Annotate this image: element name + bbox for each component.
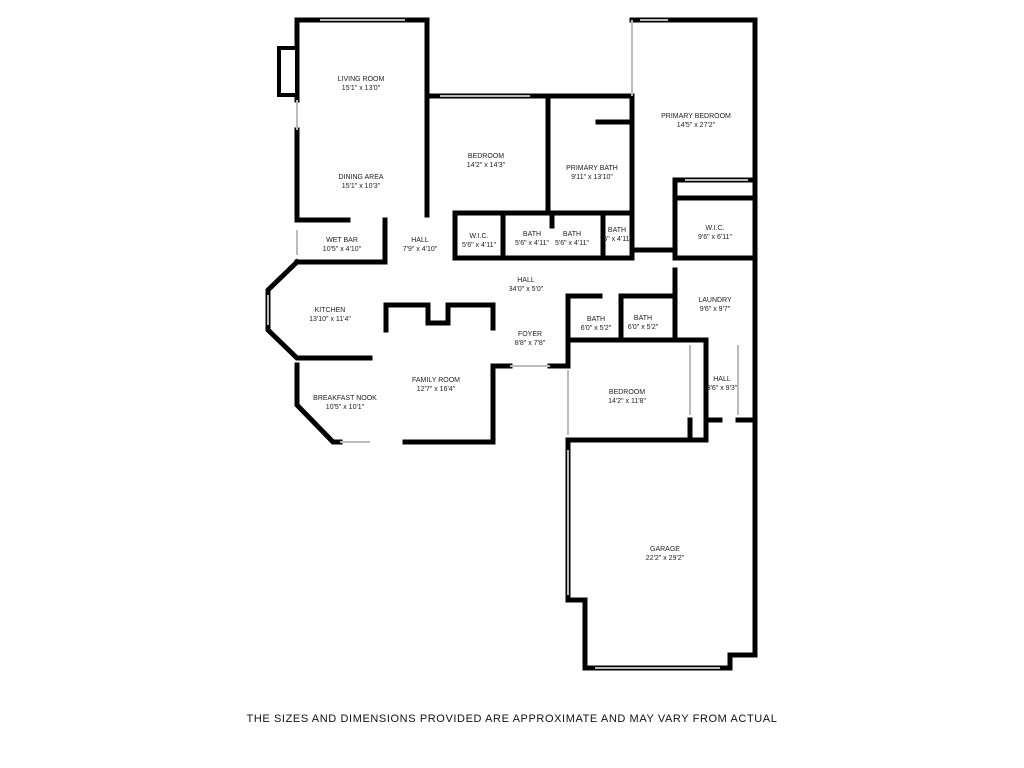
room-bath-size: 6'0" x 5'2" <box>628 324 659 331</box>
room-hall-size: 34'0" x 5'0" <box>509 286 544 293</box>
room-wet-bar-size: 10'5" x 4'10" <box>323 246 362 253</box>
disclaimer-text: THE SIZES AND DIMENSIONS PROVIDED ARE AP… <box>246 713 778 725</box>
room-primary-bedroom-name: PRIMARY BEDROOM <box>661 113 731 120</box>
room-garage-size: 22'2" x 29'2" <box>646 555 685 562</box>
room-wic-name: W.I.C. <box>705 225 724 232</box>
room-breakfast-nook-size: 10'5" x 10'1" <box>326 404 365 411</box>
room-hall-name: HALL <box>517 277 535 284</box>
room-primary-bath-name: PRIMARY BATH <box>566 165 618 172</box>
room-bath-name: BATH <box>587 316 605 323</box>
room-wic-size: 5'6" x 4'11" <box>462 242 496 249</box>
fireplace-icon <box>277 46 299 97</box>
room-bath-size: 5'6" x 4'11" <box>555 240 589 247</box>
room-bath-size: 5'6" x 4'11" <box>515 240 549 247</box>
room-family-room-name: FAMILY ROOM <box>412 377 460 384</box>
room-kitchen-size: 13'10" x 11'4" <box>309 316 351 323</box>
room-dining-name: DINING AREA <box>338 174 383 181</box>
room-primary-bath-size: 9'11" x 13'10" <box>571 174 613 181</box>
room-hall-size: 3'6" x 9'3" <box>707 385 738 392</box>
room-wet-bar-name: WET BAR <box>326 237 358 244</box>
room-dining-size: 15'1" x 10'3" <box>342 183 381 190</box>
room-hall-name: HALL <box>713 376 731 383</box>
room-hall-size: 7'9" x 4'10" <box>403 246 438 253</box>
room-bedroom-name: BEDROOM <box>468 153 504 160</box>
room-bath-name: BATH <box>563 231 581 238</box>
room-family-room-size: 12'7" x 16'4" <box>417 386 456 393</box>
room-bath-size: '5" x 4'11" <box>602 236 633 243</box>
room-foyer-size: 8'8" x 7'8" <box>515 340 546 347</box>
room-foyer-name: FOYER <box>518 331 542 338</box>
room-living-room-size: 15'1" x 13'0" <box>342 85 381 92</box>
room-bedroom-size: 14'2" x 14'3" <box>467 162 506 169</box>
room-wic-name: W.I.C. <box>469 233 488 240</box>
room-laundry-size: 9'6" x 9'7" <box>700 306 731 313</box>
room-primary-bedroom-size: 14'5" x 27'2" <box>677 122 716 129</box>
room-wic-size: 9'6" x 6'11" <box>698 234 732 241</box>
room-bedroom-name: BEDROOM <box>609 389 645 396</box>
room-laundry-name: LAUNDRY <box>698 297 732 304</box>
room-bath-size: 6'0" x 5'2" <box>581 325 612 332</box>
room-bedroom-size: 14'2" x 11'8" <box>608 398 646 405</box>
windows <box>267 19 748 669</box>
room-bath-name: BATH <box>634 315 652 322</box>
room-bath-name: BATH <box>608 227 626 234</box>
room-hall-name: HALL <box>411 237 429 244</box>
room-breakfast-nook-name: BREAKFAST NOOK <box>313 395 377 402</box>
room-living-room-name: LIVING ROOM <box>338 76 385 83</box>
room-kitchen-name: KITCHEN <box>315 307 346 314</box>
room-garage-name: GARAGE <box>650 546 680 553</box>
room-labels: LIVING ROOM 15'1" x 13'0" DINING AREA 15… <box>309 76 738 562</box>
room-bath-name: BATH <box>523 231 541 238</box>
